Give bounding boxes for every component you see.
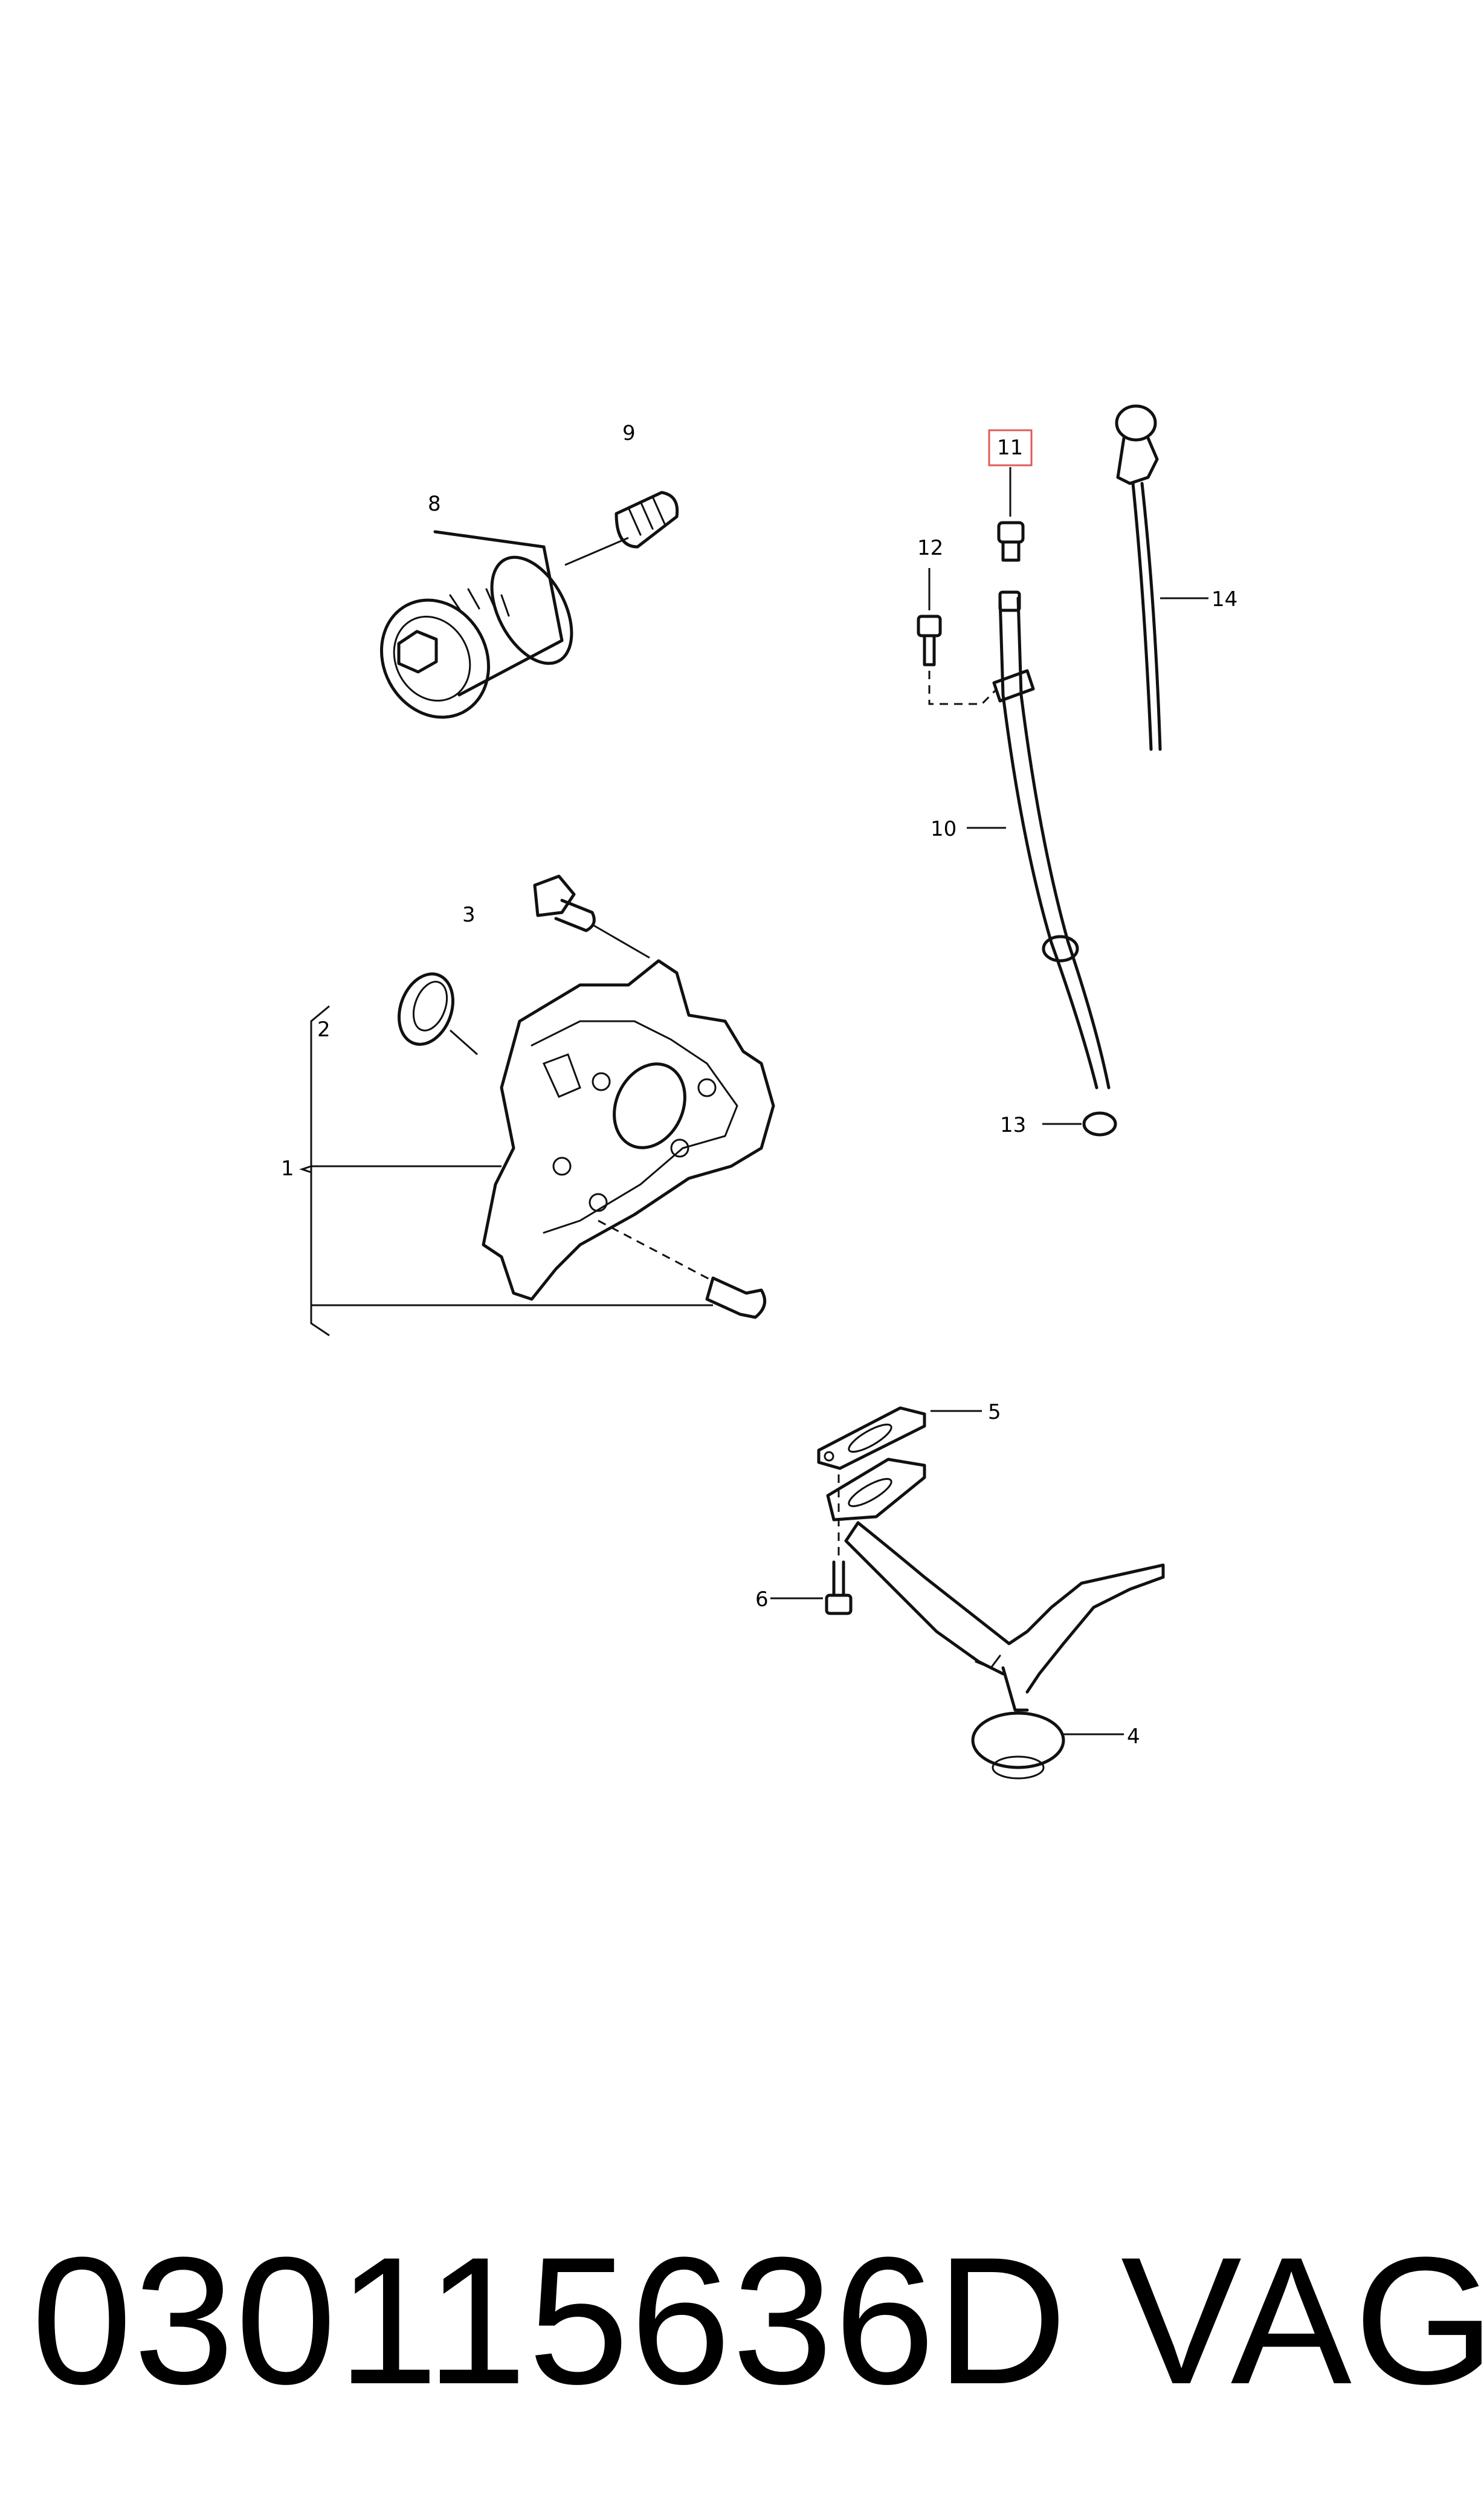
oil-pickup [826, 1458, 1165, 1780]
callout-1: 1 [281, 1157, 294, 1181]
o-ring [1082, 1111, 1117, 1137]
callout-6: 6 [755, 1587, 769, 1612]
pickup-gasket [817, 1406, 926, 1470]
callout-13: 13 [1000, 1113, 1026, 1137]
dipstick [1115, 404, 1162, 751]
tube-cap [997, 521, 1025, 562]
callout-12: 12 [917, 536, 943, 560]
dipstick-tube [992, 590, 1111, 1090]
brand-label: VAG [1121, 2219, 1484, 2422]
callout-10: 10 [931, 817, 957, 841]
callout-3: 3 [462, 903, 476, 927]
filter-nipple [615, 491, 679, 549]
pump-bolt-upper [533, 874, 596, 932]
callout-9: 9 [622, 421, 636, 445]
pickup-bolt [825, 1560, 853, 1615]
tube-bolt [917, 615, 942, 667]
callout-11: 11 [997, 436, 1023, 460]
highlight-box-11 [988, 429, 1033, 466]
pump-bolt-lower [705, 1276, 767, 1319]
oil-pump [482, 959, 775, 1301]
part-number: 030115636D [31, 2219, 1068, 2422]
callout-8: 8 [428, 492, 441, 516]
oil-filter [379, 530, 573, 719]
callout-4: 4 [1127, 1725, 1140, 1749]
pump-seal [398, 972, 454, 1046]
callout-labels: 1 2 3 4 5 6 8 9 10 11 12 13 14 [281, 421, 1237, 1749]
callout-14: 14 [1211, 587, 1237, 612]
callout-2: 2 [317, 1018, 331, 1042]
callout-5: 5 [988, 1400, 1001, 1424]
